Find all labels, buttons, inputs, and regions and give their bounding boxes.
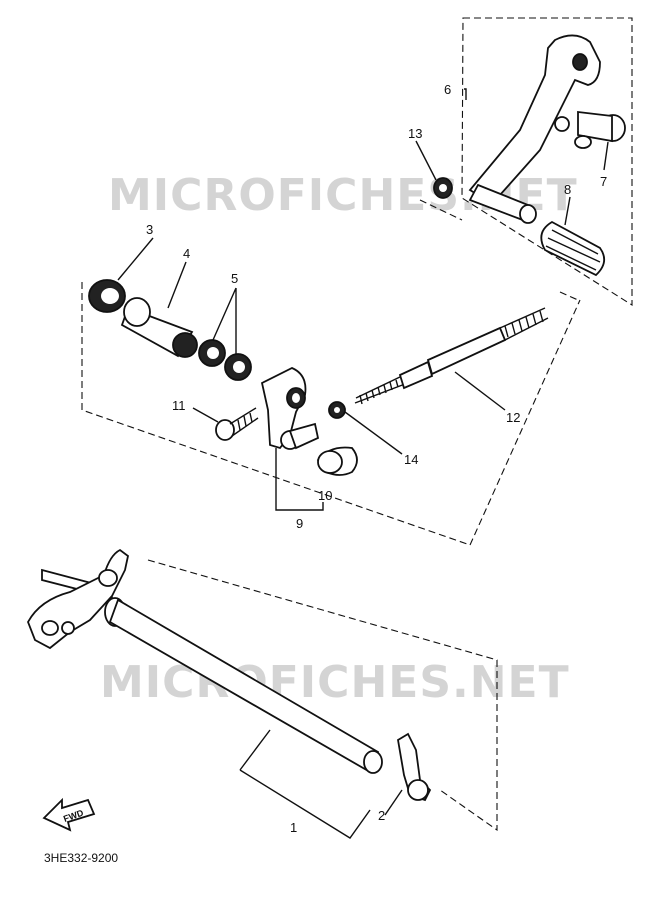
diagram-code: 3HE332-9200	[44, 851, 118, 865]
circlip-14	[328, 401, 346, 419]
pedal-to-shaft-dash	[419, 199, 579, 301]
shift-arm	[260, 367, 320, 450]
callout-7: 7	[600, 174, 607, 189]
callout-5: 5	[231, 271, 238, 286]
callout-12: 12	[506, 410, 520, 425]
collar	[120, 297, 198, 358]
forward-arrow-icon: FWD	[42, 797, 96, 832]
stopper-lever	[397, 732, 432, 802]
bearing-left	[198, 339, 226, 367]
pedal-assembly-frame	[461, 17, 633, 306]
callout-14: 14	[404, 452, 418, 467]
callout-11: 11	[172, 398, 186, 413]
callout-3: 3	[146, 222, 153, 237]
leader-lines	[117, 88, 609, 839]
watermark-bottom: MICROFICHES.NET	[100, 657, 570, 708]
callout-13: 13	[408, 126, 422, 141]
oil-seal	[88, 279, 126, 313]
bearing-right	[224, 353, 252, 381]
joint-10	[316, 446, 358, 476]
callout-6: 6	[444, 82, 451, 97]
bolt-11	[215, 407, 259, 441]
pedal-pivot-bolt	[554, 110, 626, 149]
callout-10: 10	[318, 488, 332, 503]
pedal-rubber	[540, 220, 606, 277]
lower-group-frame	[147, 559, 498, 832]
upper-group-frame	[81, 282, 581, 546]
callout-9: 9	[296, 516, 303, 531]
shift-rod	[354, 307, 549, 405]
callout-2: 2	[378, 808, 385, 823]
shift-shaft	[27, 548, 383, 774]
nut-13-hole	[439, 184, 447, 192]
callout-1: 1	[290, 820, 297, 835]
callout-4: 4	[183, 246, 190, 261]
callout-8: 8	[564, 182, 571, 197]
shift-pedal	[468, 34, 601, 224]
